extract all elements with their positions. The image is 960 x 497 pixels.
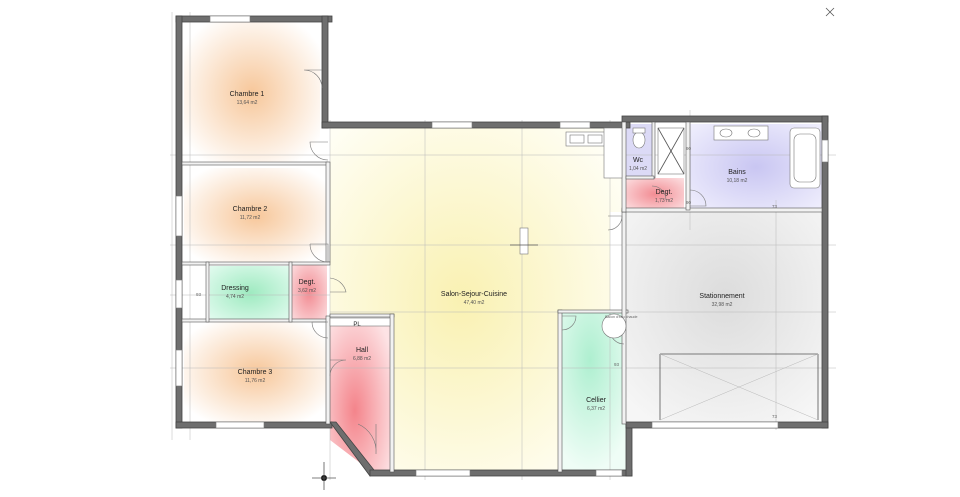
room-labels: Chambre 1 13,64 m2 Chambre 2 11,72 m2 Dr… (221, 91, 747, 412)
room-name-salon: Salon-Sejour-Cuisine (441, 291, 507, 298)
fixtures (312, 7, 835, 490)
hall-fill (330, 318, 392, 472)
room-name-bains: Bains (728, 169, 746, 176)
room-area-bains: 10,18 m2 (727, 178, 748, 184)
dimension-tags: 90 90 93 73 73 93 Ballon d'eau chaude (196, 146, 778, 419)
room-area-salon: 47,40 m2 (464, 300, 485, 306)
salon-fill (330, 128, 622, 472)
windows (175, 15, 829, 477)
room-area-chambre1: 13,64 m2 (237, 100, 258, 106)
dim-label: 90 (686, 200, 692, 205)
room-area-stationnement: 32,98 m2 (712, 302, 733, 308)
room-area-degt-right: 1,73 m2 (655, 198, 673, 204)
dim-label: 93 (614, 362, 620, 367)
degt-right-fill (626, 178, 684, 210)
room-name-wc: Wc (633, 157, 644, 164)
room-area-chambre2: 11,72 m2 (240, 215, 261, 221)
room-name-stationnement: Stationnement (699, 293, 744, 300)
room-area-wc: 1,04 m2 (629, 166, 647, 172)
degt-left-fill (291, 264, 327, 322)
room-name-hall: Hall (356, 347, 369, 354)
dim-label: 73 (772, 414, 778, 419)
room-fills (184, 22, 824, 472)
room-name-degt-right: Degt. (656, 189, 673, 196)
room-name-placard: PL (353, 322, 361, 328)
room-name-dressing: Dressing (221, 285, 249, 292)
room-name-cellier: Cellier (586, 397, 607, 404)
chambre2-fill (184, 168, 328, 264)
dim-label: 90 (686, 146, 692, 151)
room-area-degt-left: 3,62 m2 (298, 288, 316, 294)
chambre1-fill (184, 22, 320, 164)
room-area-hall: 6,88 m2 (353, 356, 371, 362)
dim-label: 73 (772, 204, 778, 209)
room-area-cellier: 6,37 m2 (587, 406, 605, 412)
chambre3-fill (184, 322, 328, 422)
room-name-chambre1: Chambre 1 (230, 91, 265, 98)
room-name-chambre2: Chambre 2 (233, 206, 268, 213)
room-name-chambre3: Chambre 3 (238, 369, 273, 376)
doors (303, 69, 707, 455)
cellier-fill (562, 312, 632, 472)
room-area-chambre3: 11,76 m2 (245, 378, 266, 384)
interior-walls (181, 121, 823, 473)
room-area-dressing: 4,74 m2 (226, 294, 244, 300)
dressing-fill (210, 266, 290, 320)
ballon-label: Ballon d'eau chaude (605, 315, 637, 319)
dim-label: 93 (196, 292, 202, 297)
stationnement-fill (626, 212, 824, 424)
room-name-degt-left: Degt. (299, 279, 316, 286)
water-heater-icon (601, 313, 627, 339)
